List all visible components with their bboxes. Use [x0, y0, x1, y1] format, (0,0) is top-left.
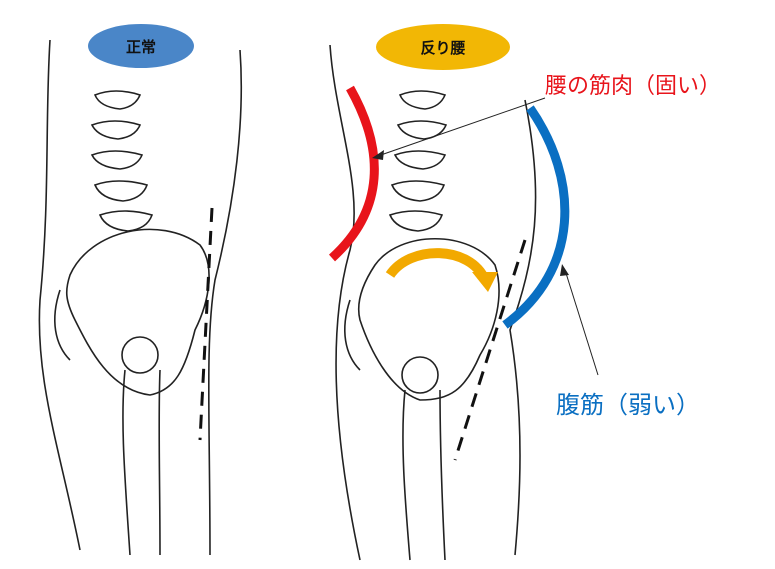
- leader-arrowhead-icon: [372, 150, 384, 160]
- swayback-figure: [329, 44, 537, 561]
- pelvis: [65, 228, 210, 396]
- tilt-arrow-icon: [385, 248, 490, 283]
- leader-arrowhead-icon: [560, 264, 569, 276]
- normal-title: 正常: [125, 37, 156, 56]
- spine-vertebrae-icon: [388, 90, 448, 232]
- back-muscle-leader-line: [377, 97, 546, 157]
- abdominal-label: 腹筋（弱い）: [556, 391, 700, 419]
- spine-vertebrae-icon: [90, 90, 154, 232]
- swayback-title: 反り腰: [420, 38, 466, 57]
- pelvis: [357, 238, 500, 401]
- tilt-arrowhead-icon: [472, 272, 498, 292]
- swayback-plumb-line: [453, 239, 527, 461]
- normal-plumb-line: [198, 207, 214, 441]
- normal-badge: 正常: [88, 24, 194, 68]
- back-muscle-red-curve: [328, 85, 379, 262]
- abdominal-leader-line: [564, 269, 599, 376]
- back-muscle-label: 腰の筋肉（固い）: [545, 74, 722, 99]
- abdominal-blue-curve: [502, 105, 570, 329]
- swayback-badge: 反り腰: [376, 24, 510, 70]
- normal-figure: [38, 39, 243, 556]
